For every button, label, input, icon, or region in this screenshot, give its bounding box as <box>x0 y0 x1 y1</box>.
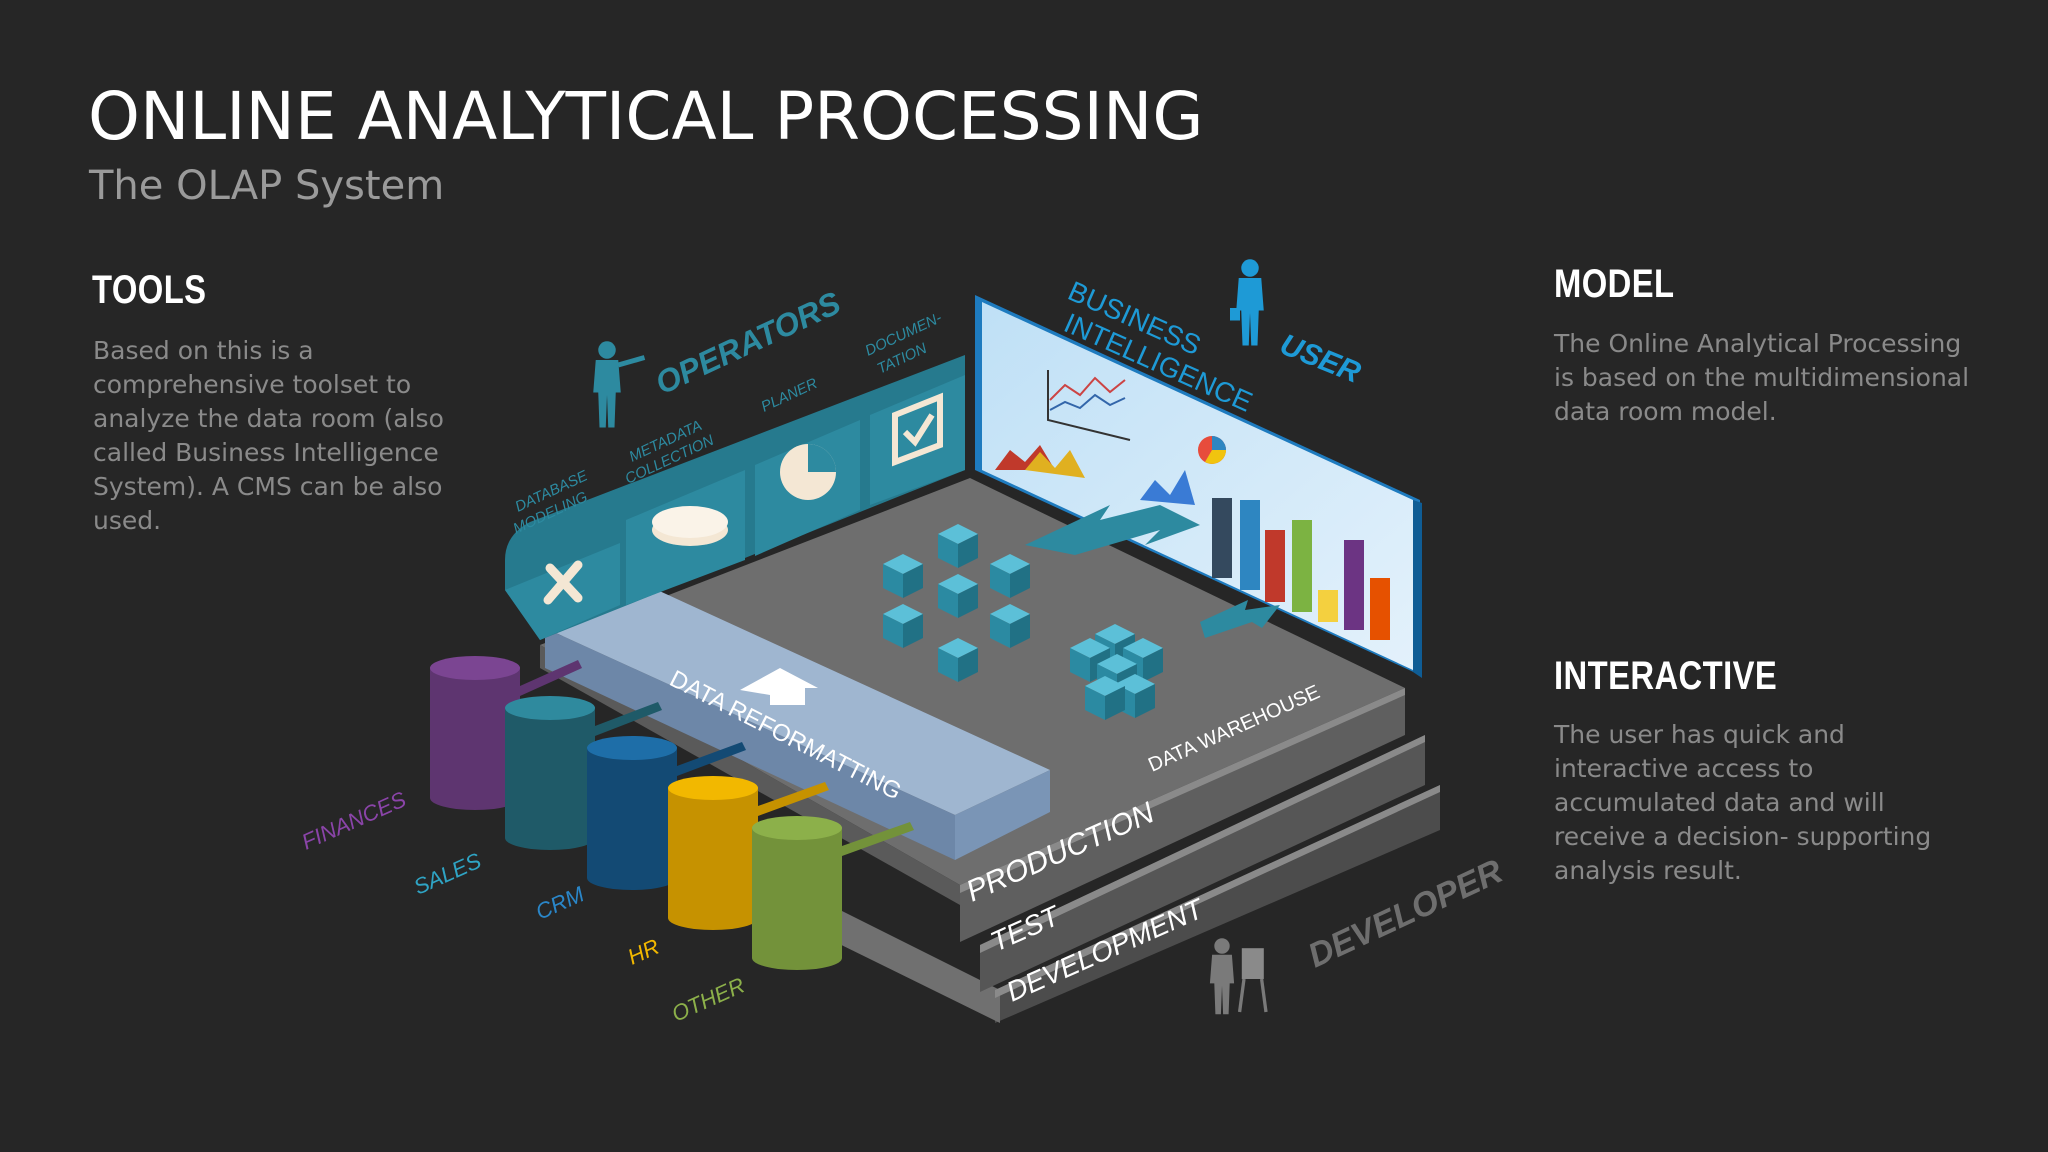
cylinder-crm <box>587 736 746 890</box>
source-sales-label: SALES <box>410 848 485 900</box>
data-sources <box>430 656 914 970</box>
layer-steps <box>540 478 1440 1023</box>
flow-arrow-icon <box>1025 505 1200 555</box>
interactive-description: The user has quick and interactive acces… <box>1554 720 1932 885</box>
page-subtitle: The OLAP System <box>89 163 445 209</box>
cylinder-sales <box>505 696 662 850</box>
developer-person-icon <box>1209 938 1268 1015</box>
pie-chart-icon <box>780 444 836 500</box>
data-reformatting-block <box>545 583 1050 860</box>
model-description: The Online Analytical Processing is base… <box>1554 329 1970 426</box>
bi-screen <box>975 295 1422 678</box>
cylinder-finances <box>430 656 582 810</box>
user-label: USER <box>1275 328 1365 390</box>
source-crm-label: CRM <box>532 881 589 924</box>
cylinder-other <box>752 816 914 970</box>
small-arrow-icon <box>1200 600 1280 638</box>
tools-panel <box>505 355 965 640</box>
up-arrow-icon <box>740 668 818 705</box>
model-heading: MODEL <box>1554 262 1675 306</box>
page-title: ONLINE ANALYTICAL PROCESSING <box>88 78 1204 155</box>
source-other-label: OTHER <box>668 972 749 1026</box>
tool-planer: PLANER <box>759 375 821 416</box>
operator-person-icon <box>593 341 646 428</box>
cylinder-hr <box>668 776 829 930</box>
source-finances-label: FINANCES <box>298 786 410 854</box>
tools-icon <box>543 560 583 605</box>
interactive-heading: INTERACTIVE <box>1554 654 1778 698</box>
tools-heading: TOOLS <box>92 268 207 312</box>
source-hr-label: HR <box>624 934 663 970</box>
user-person-icon <box>1230 259 1264 346</box>
checklist-icon <box>892 392 943 467</box>
tools-description: Based on this is a comprehensive toolset… <box>93 336 444 535</box>
